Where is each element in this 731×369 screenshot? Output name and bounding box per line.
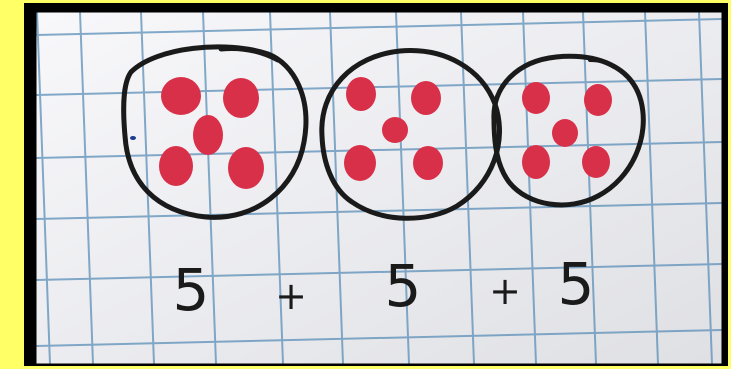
red-dot: [382, 117, 408, 143]
red-dot: [346, 77, 376, 111]
plus-sign-1: +: [275, 274, 307, 318]
red-dot: [344, 145, 376, 181]
term-3: 5: [558, 250, 595, 318]
red-dot: [584, 84, 612, 116]
red-dot: [228, 147, 264, 189]
grid-paper-photo: 5 + 5 + 5: [36, 12, 722, 364]
blue-ink-mark: [130, 136, 136, 140]
red-dot: [159, 146, 193, 186]
red-dot: [522, 82, 550, 114]
red-dot: [193, 115, 223, 155]
red-dot: [413, 146, 443, 180]
red-dot: [522, 145, 550, 179]
red-dot: [161, 77, 201, 115]
plus-sign-2: +: [489, 269, 521, 313]
term-2: 5: [385, 252, 422, 320]
red-dot: [411, 81, 441, 115]
red-dot: [582, 146, 610, 178]
term-1: 5: [173, 256, 210, 324]
red-dot: [223, 78, 259, 118]
red-dot: [552, 119, 578, 147]
